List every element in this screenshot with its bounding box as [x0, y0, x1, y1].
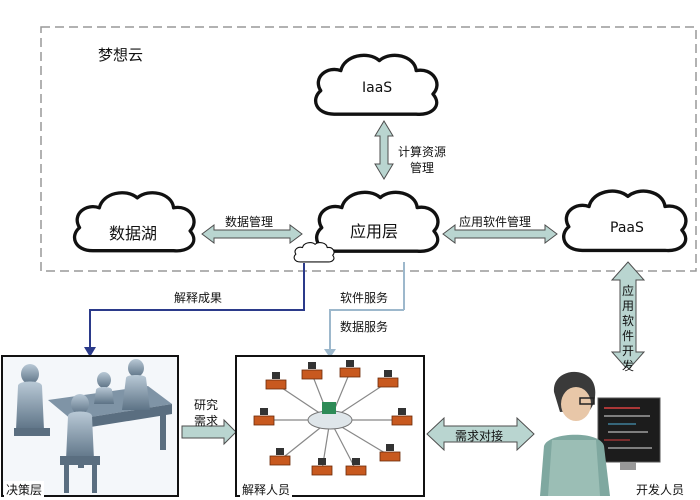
- software-service-label: 软件服务: [340, 291, 389, 305]
- service-arrowhead: [324, 349, 336, 358]
- requirement-docking-arrow: [426, 416, 535, 452]
- interpret-results-arrowhead: [84, 347, 96, 357]
- app-software-mgmt-arrow: [442, 224, 558, 244]
- interpreters-label: 解释人员: [240, 481, 293, 498]
- compute-mgmt-label-line2: 管理: [410, 161, 435, 175]
- interpret-results-line: [89, 263, 305, 350]
- research-label-line1: 研究: [194, 398, 219, 412]
- data-lake-label: 数据湖: [109, 224, 158, 243]
- code-monitor: [597, 397, 661, 470]
- developer-figure: [540, 371, 610, 496]
- developers-label: 开发人员: [634, 481, 687, 498]
- data-mgmt-arrow: [201, 224, 303, 244]
- app-dev-char: 软: [621, 314, 634, 328]
- iaas-label: IaaS: [362, 80, 393, 96]
- data-service-label: 数据服务: [340, 320, 389, 334]
- dream-cloud-boundary: [40, 26, 697, 272]
- hub-workstation: [322, 402, 336, 414]
- interpret-results-label: 解释成果: [174, 291, 223, 305]
- app-software-mgmt-label: 应用软件管理: [459, 215, 532, 229]
- data-mgmt-label: 数据管理: [225, 215, 274, 229]
- seated-person-figures: [14, 359, 150, 493]
- workstation-monitors: [260, 360, 406, 465]
- app-dev-char: 发: [621, 359, 634, 373]
- app-dev-char: 开: [621, 344, 634, 358]
- compute-mgmt-label-line1: 计算资源: [398, 145, 447, 159]
- research-demand-arrow: [181, 418, 237, 446]
- app-dev-char: 应: [621, 284, 634, 298]
- dream-cloud-title: 梦想云: [98, 46, 144, 64]
- interpreters-panel: [235, 355, 425, 497]
- app-layer-label: 应用层: [350, 222, 399, 241]
- developers-panel: [536, 368, 696, 496]
- research-label-line2: 需求: [194, 414, 219, 428]
- data-service-line: [329, 309, 404, 352]
- decision-layer-label: 决策层: [4, 481, 45, 498]
- requirement-docking-label: 需求对接: [455, 429, 504, 443]
- app-dev-vertical-label: 应 用 软 件 开 发: [616, 284, 640, 374]
- workstation-desks: [253, 367, 413, 476]
- app-dev-char: 件: [621, 329, 634, 343]
- compute-mgmt-arrow: [374, 120, 394, 180]
- app-dev-char: 用: [621, 299, 634, 313]
- paas-label: PaaS: [610, 220, 644, 236]
- decision-layer-panel: [1, 355, 179, 497]
